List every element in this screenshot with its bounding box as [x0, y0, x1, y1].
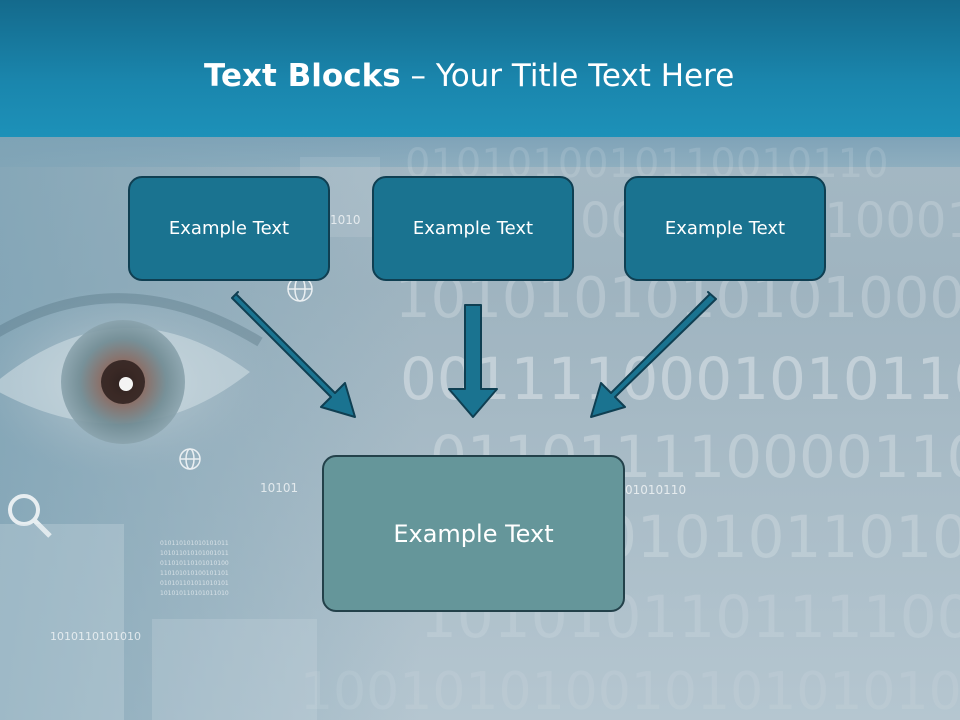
svg-text:101010110101011010: 101010110101011010: [160, 590, 229, 597]
title-bold-part: Text Blocks: [204, 58, 401, 94]
text-block-1[interactable]: Example Text: [128, 176, 330, 281]
svg-text:1010: 1010: [330, 213, 361, 227]
svg-text:1001010100101010101010: 1001010100101010101010: [300, 662, 960, 720]
title-bar: [0, 0, 960, 137]
svg-text:010110101010101011: 010110101010101011: [160, 540, 229, 547]
svg-text:010101101010: 010101101010: [600, 503, 960, 571]
text-block-result-label: Example Text: [393, 519, 554, 548]
svg-text:1010110101010: 1010110101010: [50, 630, 141, 643]
title-rest: Your Title Text Here: [435, 58, 735, 94]
eye-image: [0, 287, 275, 477]
svg-text:01010110: 01010110: [625, 483, 686, 497]
svg-text:10101: 10101: [260, 481, 298, 495]
svg-text:011010110101010100: 011010110101010100: [160, 560, 229, 567]
svg-text:0011110001010110: 0011110001010110: [400, 345, 960, 413]
svg-text:010101101011010101: 010101101011010101: [160, 580, 229, 587]
text-block-3[interactable]: Example Text: [624, 176, 826, 281]
title-dash: –: [400, 58, 436, 94]
svg-text:101011010101001011: 101011010101001011: [160, 550, 229, 557]
text-block-result[interactable]: Example Text: [322, 455, 625, 612]
slide-title: Text Blocks – Your Title Text Here: [204, 54, 734, 98]
search-icon: [8, 494, 52, 538]
svg-text:110101010100101101: 110101010100101101: [160, 570, 229, 577]
text-block-3-label: Example Text: [664, 218, 786, 239]
text-block-1-label: Example Text: [168, 218, 290, 239]
text-block-2[interactable]: Example Text: [372, 176, 574, 281]
text-block-2-label: Example Text: [412, 218, 534, 239]
